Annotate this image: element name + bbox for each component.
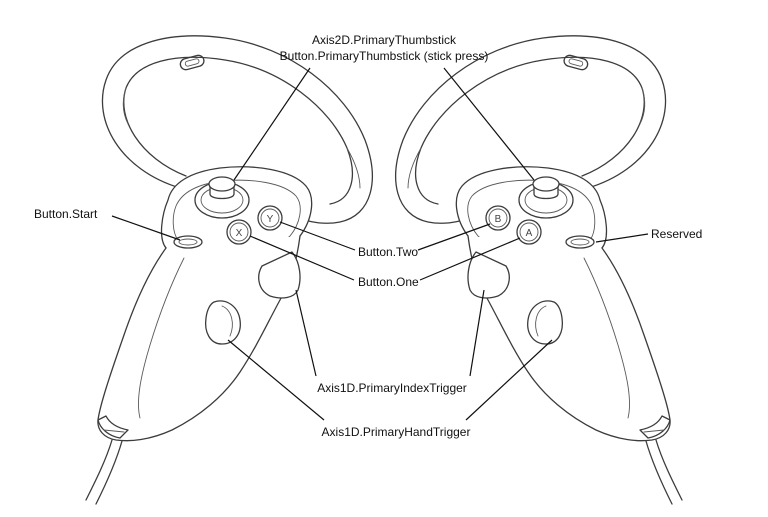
label-reserved: Reserved — [651, 227, 702, 241]
right-handle — [467, 235, 671, 442]
right-controller — [395, 35, 683, 505]
button-y-glyph: Y — [267, 214, 274, 225]
right-reserved-button — [565, 235, 595, 249]
right-button-a — [516, 219, 542, 245]
leader-index-right — [469, 289, 485, 377]
label-thumbstick-axis: Axis2D.PrimaryThumbstick — [312, 33, 457, 47]
label-index-trigger: Axis1D.PrimaryIndexTrigger — [317, 381, 467, 395]
left-button-y: Y — [257, 205, 283, 231]
leader-start — [111, 215, 181, 241]
leader-thumbstick-left — [233, 67, 311, 181]
left-wrist-strap — [85, 439, 113, 501]
label-button-start: Button.Start — [34, 207, 98, 221]
right-wrist-strap — [655, 439, 683, 501]
button-x-glyph: X — [236, 228, 243, 239]
leader-thumbstick-right — [443, 67, 535, 181]
leader-reserved — [595, 233, 649, 243]
button-a-glyph: A — [526, 228, 533, 239]
leader-one-left — [249, 235, 355, 281]
left-controller: Y X — [85, 35, 373, 505]
label-hand-trigger: Axis1D.PrimaryHandTrigger — [322, 425, 471, 439]
left-thumbstick — [194, 176, 250, 219]
left-button-x: X — [226, 219, 252, 245]
right-ring-logo-icon — [563, 54, 589, 71]
label-thumbstick-press: Button.PrimaryThumbstick (stick press) — [280, 49, 489, 63]
left-index-trigger — [258, 251, 301, 299]
labels: Axis2D.PrimaryThumbstick Button.PrimaryT… — [34, 33, 702, 439]
button-b-glyph: B — [495, 214, 502, 225]
left-tracking-ring-inner — [123, 56, 354, 205]
right-button-b — [485, 205, 511, 231]
leader-index-left — [295, 289, 317, 377]
left-hand-trigger — [204, 300, 241, 345]
right-hand-trigger — [527, 300, 564, 345]
left-menu-button — [173, 235, 203, 249]
leader-hand-left — [227, 339, 325, 421]
leader-hand-right — [465, 339, 553, 421]
left-handle — [97, 235, 301, 442]
leader-lines — [111, 67, 649, 421]
right-thumbstick — [518, 176, 574, 219]
right-tracking-ring — [395, 35, 667, 224]
label-button-one: Button.One — [358, 275, 419, 289]
leader-two-left — [279, 221, 356, 251]
left-tracking-ring — [101, 35, 373, 224]
leader-two-right — [417, 223, 491, 251]
left-ring-logo-icon — [179, 54, 205, 71]
label-button-two: Button.Two — [358, 245, 418, 259]
right-tracking-ring-inner — [414, 56, 645, 205]
leader-one-right — [419, 237, 521, 281]
